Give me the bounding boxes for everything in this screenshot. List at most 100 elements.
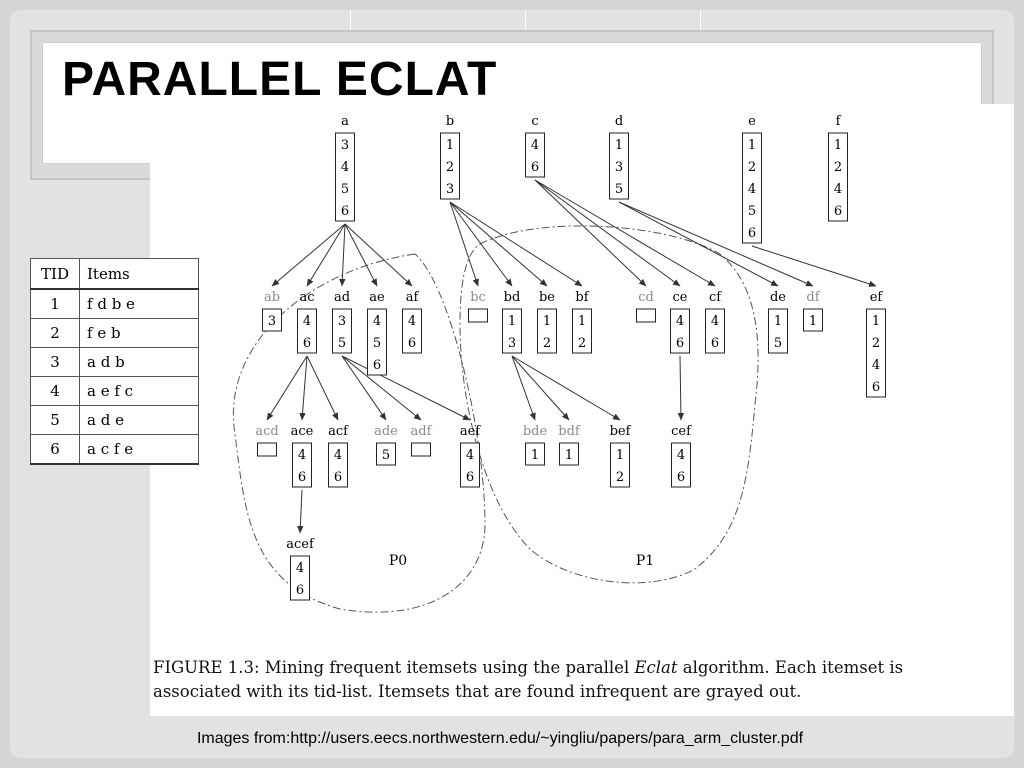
edge-ac-ace	[299, 355, 308, 421]
partition-label-p0: P0	[389, 553, 407, 569]
tid-value: 4	[834, 182, 842, 197]
tid-list-box	[742, 132, 762, 244]
tid-value: 4	[373, 314, 381, 329]
tid-list-box	[670, 308, 690, 354]
caption-emphasis: Eclat	[634, 658, 678, 677]
tid-value: 4	[303, 314, 311, 329]
itemset-label: c	[531, 114, 538, 129]
itemset-label: ce	[673, 290, 688, 305]
tid-value: 1	[531, 448, 539, 463]
caption-suffix: algorithm. Each itemset is associated wi…	[153, 658, 904, 701]
partition-label-p1: P1	[636, 553, 654, 569]
edge-b-bd	[449, 201, 513, 287]
itemset-label: bde	[523, 424, 548, 439]
itemset-label: a	[341, 114, 349, 129]
itemset-label: ae	[369, 290, 385, 305]
tid-value: 1	[446, 138, 454, 153]
caption-prefix: FIGURE 1.3: Mining frequent itemsets usi…	[153, 658, 635, 677]
tid-value: 6	[373, 358, 381, 373]
figure-caption: FIGURE 1.3: Mining frequent itemsets usi…	[153, 656, 993, 704]
tid-value: 1	[508, 314, 516, 329]
tid-value: 4	[872, 358, 880, 373]
tid-value: 4	[531, 138, 539, 153]
table-header-row: TID Items	[30, 258, 199, 290]
itemset-label: f	[836, 114, 842, 129]
itemset-label: bd	[504, 290, 521, 305]
items-header: Items	[79, 258, 199, 290]
tid-value: 4	[298, 448, 306, 463]
tid-list-box	[460, 442, 480, 488]
tid-value: 4	[334, 448, 342, 463]
tid-value: 3	[446, 182, 454, 197]
items-cell: a d b	[79, 347, 199, 377]
itemset-node-df: df1	[803, 290, 823, 332]
edge-ace-acef	[297, 489, 304, 534]
tid-value: 2	[578, 336, 586, 351]
tid-cell: 2	[30, 318, 80, 348]
tid-list-box	[572, 308, 592, 354]
tid-value: 3	[338, 314, 346, 329]
tid-value: 6	[334, 470, 342, 485]
tid-list-box	[671, 442, 691, 488]
tid-list-box	[376, 442, 396, 466]
tid-value: 1	[748, 138, 756, 153]
edge-c-ce	[534, 179, 681, 287]
itemset-label: aef	[460, 424, 481, 439]
items-cell: f d b e	[79, 288, 199, 319]
tid-value: 4	[296, 561, 304, 576]
tid-value: 4	[466, 448, 474, 463]
tid-cell: 5	[30, 405, 80, 435]
tid-list-box	[768, 308, 788, 354]
tid-value: 3	[341, 138, 349, 153]
edge-ac-acf	[306, 355, 339, 421]
itemset-node-acd: acd	[255, 424, 279, 457]
itemset-label: e	[748, 114, 756, 129]
itemset-node-bde: bde 1	[523, 424, 548, 466]
tid-value: 2	[834, 160, 842, 175]
tid-value: 2	[748, 160, 756, 175]
slide-title: PARALLEL ECLAT	[62, 53, 498, 106]
tid-value: 6	[834, 204, 842, 219]
partition-p0-boundary	[232, 253, 486, 613]
tid-value: 3	[508, 336, 516, 351]
items-cell: a e f c	[79, 376, 199, 406]
tid-value: 4	[676, 314, 684, 329]
edge-ad-aef	[341, 355, 471, 421]
tid-value: 3	[615, 160, 623, 175]
itemset-node-bc: bc	[468, 290, 488, 323]
tid-list-box	[537, 308, 557, 354]
itemset-node-cd: cd	[636, 290, 656, 323]
edge-a-ac	[306, 223, 346, 287]
tid-list-box	[803, 308, 823, 332]
tid-cell: 1	[30, 288, 80, 319]
edge-bd-bef	[511, 355, 621, 421]
edge-b-bc	[449, 201, 479, 287]
tid-value: 6	[677, 470, 685, 485]
itemset-label: ade	[374, 424, 398, 439]
tid-cell: 3	[30, 347, 80, 377]
tid-value: 2	[543, 336, 551, 351]
edge-c-cd	[534, 179, 647, 287]
tid-list-box	[610, 442, 630, 488]
tid-value: 6	[303, 336, 311, 351]
tid-value: 3	[268, 314, 276, 329]
items-cell: f e b	[79, 318, 199, 348]
eclat-lattice-diagram: a3456b123c46d135e12456f1246ab3ac46ad35ae…	[232, 114, 886, 613]
tid-header: TID	[30, 258, 80, 290]
tid-value: 2	[616, 470, 624, 485]
itemset-label: af	[406, 290, 420, 305]
tid-value: 4	[748, 182, 756, 197]
tid-value: 4	[711, 314, 719, 329]
